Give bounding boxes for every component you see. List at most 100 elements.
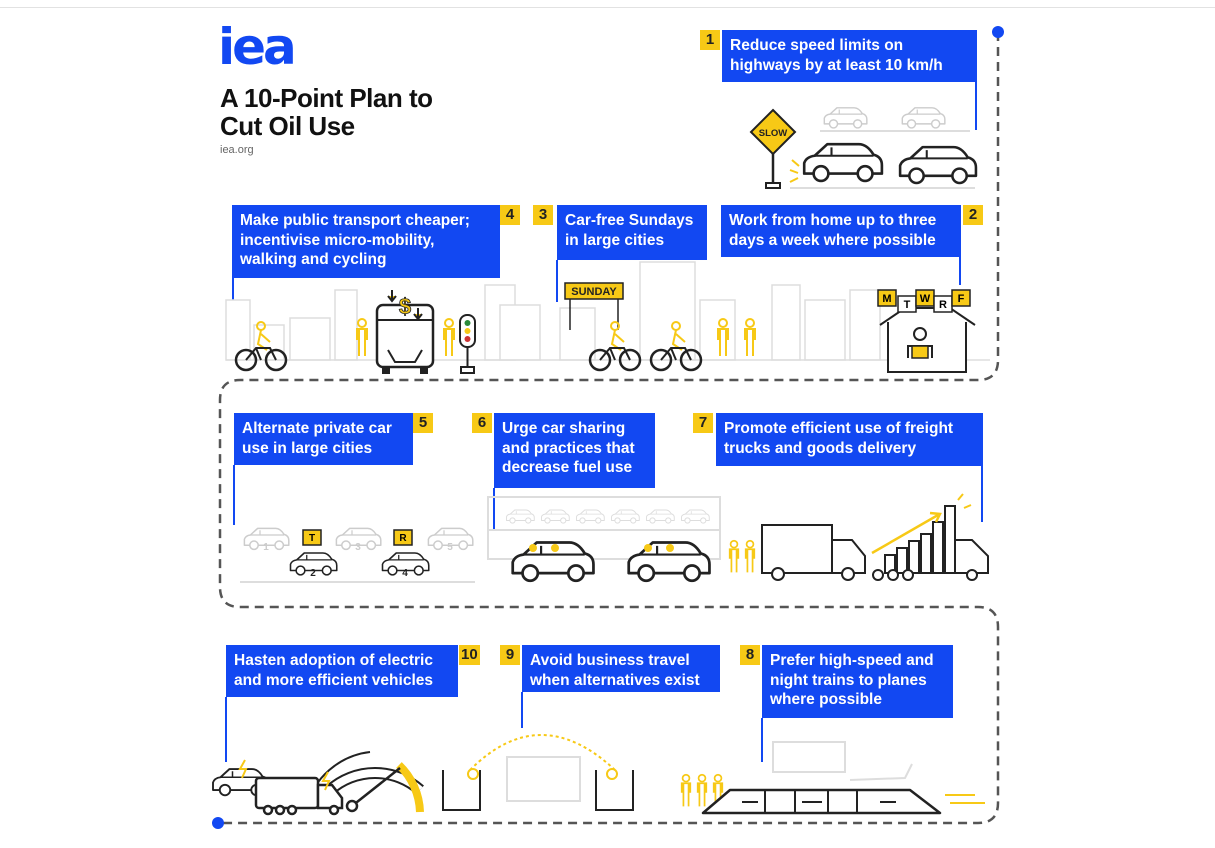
illustration-shape [666,544,674,552]
point-1-number: 1 [700,30,720,50]
illustration-shape [957,493,972,509]
point-5-number: 5 [413,413,433,433]
illustration-shape [680,509,710,524]
illustration-shape: 5 [447,542,453,553]
illustration-shape [887,569,899,581]
illustration-shape: 1 [263,542,269,553]
pedestrian-icon [696,773,708,808]
train-scene [680,735,985,815]
freight-scene [761,493,989,581]
illustration-shape [902,569,914,581]
point-9-text: Avoid business travel when alternatives … [522,645,720,692]
illustration-shape [639,261,696,361]
illustration-shape [345,799,359,813]
point-7-text: Promote efficient use of freight trucks … [716,413,983,466]
illustration-shape [238,759,331,791]
illustration-shape [393,529,413,546]
illustration-shape [499,304,541,361]
day-tag: M [882,293,891,305]
illustration-shape [789,159,800,183]
illustration-shape [595,770,634,811]
illustration-shape: 2 [310,568,316,579]
point-10-number: 10 [459,645,480,665]
point-2-text: Work from home up to three days a week w… [721,205,961,257]
title-line-2: Cut Oil Use [220,111,355,141]
traffic-light-icon [459,314,476,374]
car-icon [802,142,884,183]
moon-icon [925,735,935,755]
transport-scene: $ SUNDAY [234,282,756,374]
route-start-dot [992,26,1004,38]
page-title: A 10-Point Plan to Cut Oil Use [220,84,433,140]
point-10-text: Hasten adoption of electric and more eff… [226,645,458,697]
illustration-shape [610,509,640,524]
illustration-shape [286,804,298,816]
illustration-shape [932,521,944,574]
illustration-shape [274,804,286,816]
day-tag: W [920,293,931,305]
illustration-shape [382,366,390,374]
faded-car-icon [901,107,946,129]
illustration-shape [954,539,989,574]
speed-limit-scene: SLOW [749,107,978,189]
business-travel-scene [442,734,634,811]
illustration-shape [761,524,833,574]
illustration-shape [872,569,884,581]
iea-logo: iea [218,18,297,76]
point-1-text: Reduce speed limits on highways by at le… [722,30,977,82]
day-tag: R [939,299,947,311]
point-3-number: 3 [533,205,553,225]
illustration-shape [387,290,423,321]
illustration-shape [929,511,942,523]
illustration-shape [908,540,920,574]
illustration-shape [966,569,978,581]
illustration-shape [460,366,475,374]
point-3-text: Car-free Sundays in large cities [557,205,707,260]
illustration-shape [772,741,846,773]
illustration-shape [351,767,401,807]
illustration-shape [771,284,801,361]
route-dashed-path [218,32,1000,825]
route-end-dot [212,817,224,829]
pedestrian-icon [728,539,740,574]
illustration-shape [804,299,846,361]
illustration-shape [920,533,932,574]
point-5-text: Alternate private car use in large citie… [234,413,413,465]
illustration-shape [849,289,881,361]
alternate-tag: T [309,533,315,544]
sunday-sign-icon [564,282,624,300]
illustration-shape [254,776,320,810]
electric-vehicle-scene [211,751,424,816]
illustration-shape [262,804,274,816]
pedestrian-icon [443,318,455,357]
pedestrian-icon [680,773,692,808]
illustration-shape [645,509,675,524]
pedestrian-icon [356,318,368,357]
illustration-shape [871,513,939,555]
illustration-shape [644,544,652,552]
illustration-shape [913,327,927,341]
illustration-shape [464,336,471,342]
illustration-shape [487,496,721,560]
title-line-1: A 10-Point Plan to [220,83,433,113]
illustration-shape [951,289,971,307]
illustration-shape [464,328,471,334]
point-8-number: 8 [740,645,760,665]
site-link[interactable]: iea.org [220,144,254,156]
illustration-shape [529,544,537,552]
alternate-car-scene: 1 2 T 3 4 R 5 [240,527,475,583]
bicycle-icon [588,320,642,372]
illustration-shape [896,547,908,574]
slow-sign-icon [749,108,797,156]
car-sharing-scene [487,496,756,583]
faded-car-icon [823,107,868,129]
point-2-number: 2 [963,205,983,225]
illustration-shape [396,762,424,813]
day-tag: F [958,293,965,305]
illustration-shape [506,756,581,802]
illustration-shape [841,567,855,581]
day-tag: T [904,299,911,311]
illustration-shape: 4 [402,568,408,579]
point-6-text: Urge car sharing and practices that decr… [494,413,655,488]
